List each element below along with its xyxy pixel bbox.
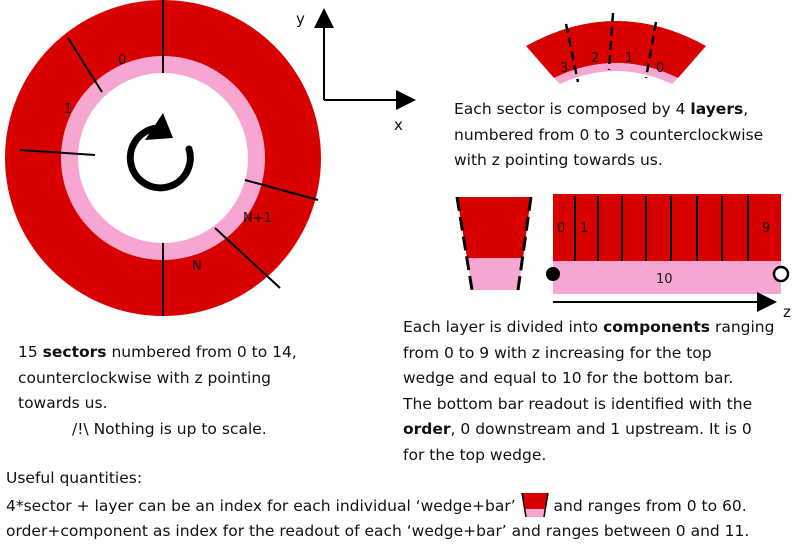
sector-label-0: 0	[118, 53, 126, 68]
single-wedge	[455, 196, 533, 291]
sector-label-n-plus-1: N+1	[243, 211, 272, 226]
component-label-9: 9	[762, 221, 770, 236]
wedge-bar-icon	[520, 492, 549, 517]
layer-label-3: 3	[560, 61, 568, 76]
layer-label-0: 0	[656, 61, 664, 76]
sector-zoom-red	[526, 21, 706, 78]
layers-text-1: Each sector is composed by 4	[454, 100, 691, 118]
components-text-6: for the top wedge.	[403, 445, 547, 464]
single-wedge-red	[457, 197, 531, 258]
layers-description: Each sector is composed by 4 layers, num…	[454, 97, 763, 174]
order-keyword: order	[403, 420, 451, 438]
sectors-text-3: towards us.	[18, 394, 108, 412]
sectors-description: 15 sectors numbered from 0 to 14, counte…	[18, 340, 297, 417]
layers-text-3: with z pointing towards us.	[454, 151, 663, 169]
components-wedge-red	[553, 194, 781, 261]
sectors-text-2: counterclockwise with z pointing	[18, 368, 272, 387]
counterclockwise-arrow-icon	[126, 113, 194, 192]
components-text-3: wedge and equal to 10 for the bottom bar…	[403, 369, 734, 387]
useful-text-1: 4*sector + layer can be an index for eac…	[6, 496, 516, 515]
xy-axes: y x	[296, 8, 416, 134]
layers-keyword: layers	[690, 100, 744, 118]
sector-dividers	[19, 0, 319, 316]
upstream-readout-dot	[772, 265, 790, 283]
layer-label-2: 2	[591, 51, 599, 66]
useful-text-2: order+component as index for the readout…	[6, 522, 750, 540]
sector-label-n: N	[192, 259, 202, 274]
layers-text-2: numbered from 0 to 3 counterclockwise	[454, 125, 764, 144]
y-axis-label: y	[296, 10, 305, 28]
components-text-2: from 0 to 9 with z increasing for the to…	[403, 343, 712, 362]
components-description: Each layer is divided into components ra…	[403, 315, 774, 468]
layer-label-1: 1	[625, 51, 633, 66]
sector-ring: 0 1 N+1 N	[5, 0, 321, 316]
useful-quantities: Useful quantities: 4*sector + layer can …	[6, 466, 749, 545]
components-layer: 0 1 9 10 z	[546, 194, 791, 321]
downstream-readout-dot	[546, 267, 560, 281]
useful-title: Useful quantities:	[6, 469, 143, 487]
x-axis-label: x	[394, 116, 403, 134]
single-wedge-pink	[467, 258, 523, 290]
components-text-4: The bottom bar readout is identified wit…	[403, 394, 753, 413]
useful-text-1b: and ranges from 0 to 60.	[553, 496, 747, 515]
component-label-0: 0	[557, 221, 565, 236]
scale-warning: /!\ Nothing is up to scale.	[72, 420, 267, 438]
ring-inner-hole	[78, 73, 248, 243]
component-label-10: 10	[656, 272, 673, 287]
sectors-keyword: sectors	[42, 343, 107, 361]
component-label-1: 1	[580, 221, 588, 236]
sector-layers-zoom: 3 2 1 0	[526, 12, 706, 84]
z-axis-label: z	[783, 303, 791, 321]
sector-label-1: 1	[64, 102, 72, 117]
components-bar-pink	[553, 261, 781, 294]
components-keyword: components	[603, 318, 711, 336]
